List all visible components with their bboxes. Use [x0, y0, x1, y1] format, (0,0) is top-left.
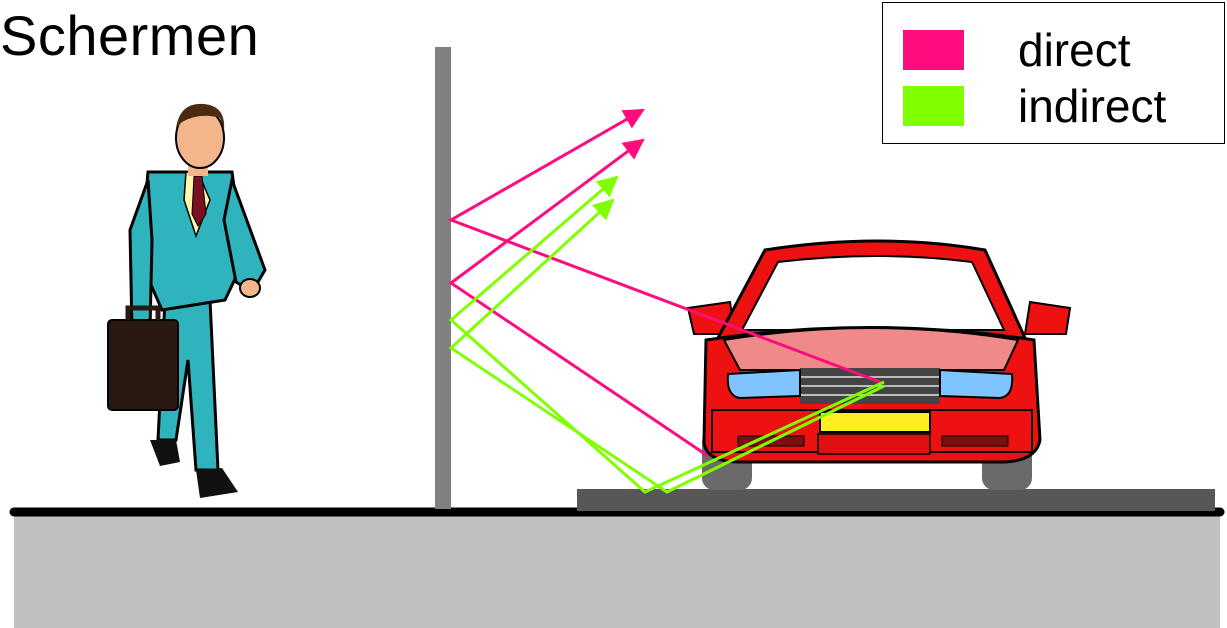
- noise-screen-wall: [435, 47, 451, 509]
- legend-label-indirect: indirect: [1018, 83, 1166, 129]
- indirect-swatch: [903, 86, 964, 126]
- direct-swatch: [903, 30, 964, 70]
- page-title: Schermen: [0, 8, 259, 64]
- ground: [14, 512, 1220, 628]
- briefcase-icon: [108, 320, 178, 410]
- businessman-with-briefcase-icon: [108, 104, 265, 498]
- road-platform: [577, 489, 1215, 511]
- legend: direct indirect: [882, 2, 1225, 144]
- legend-label-direct: direct: [1018, 27, 1130, 73]
- legend-item-indirect: indirect: [903, 83, 1166, 129]
- legend-item-direct: direct: [903, 27, 1130, 73]
